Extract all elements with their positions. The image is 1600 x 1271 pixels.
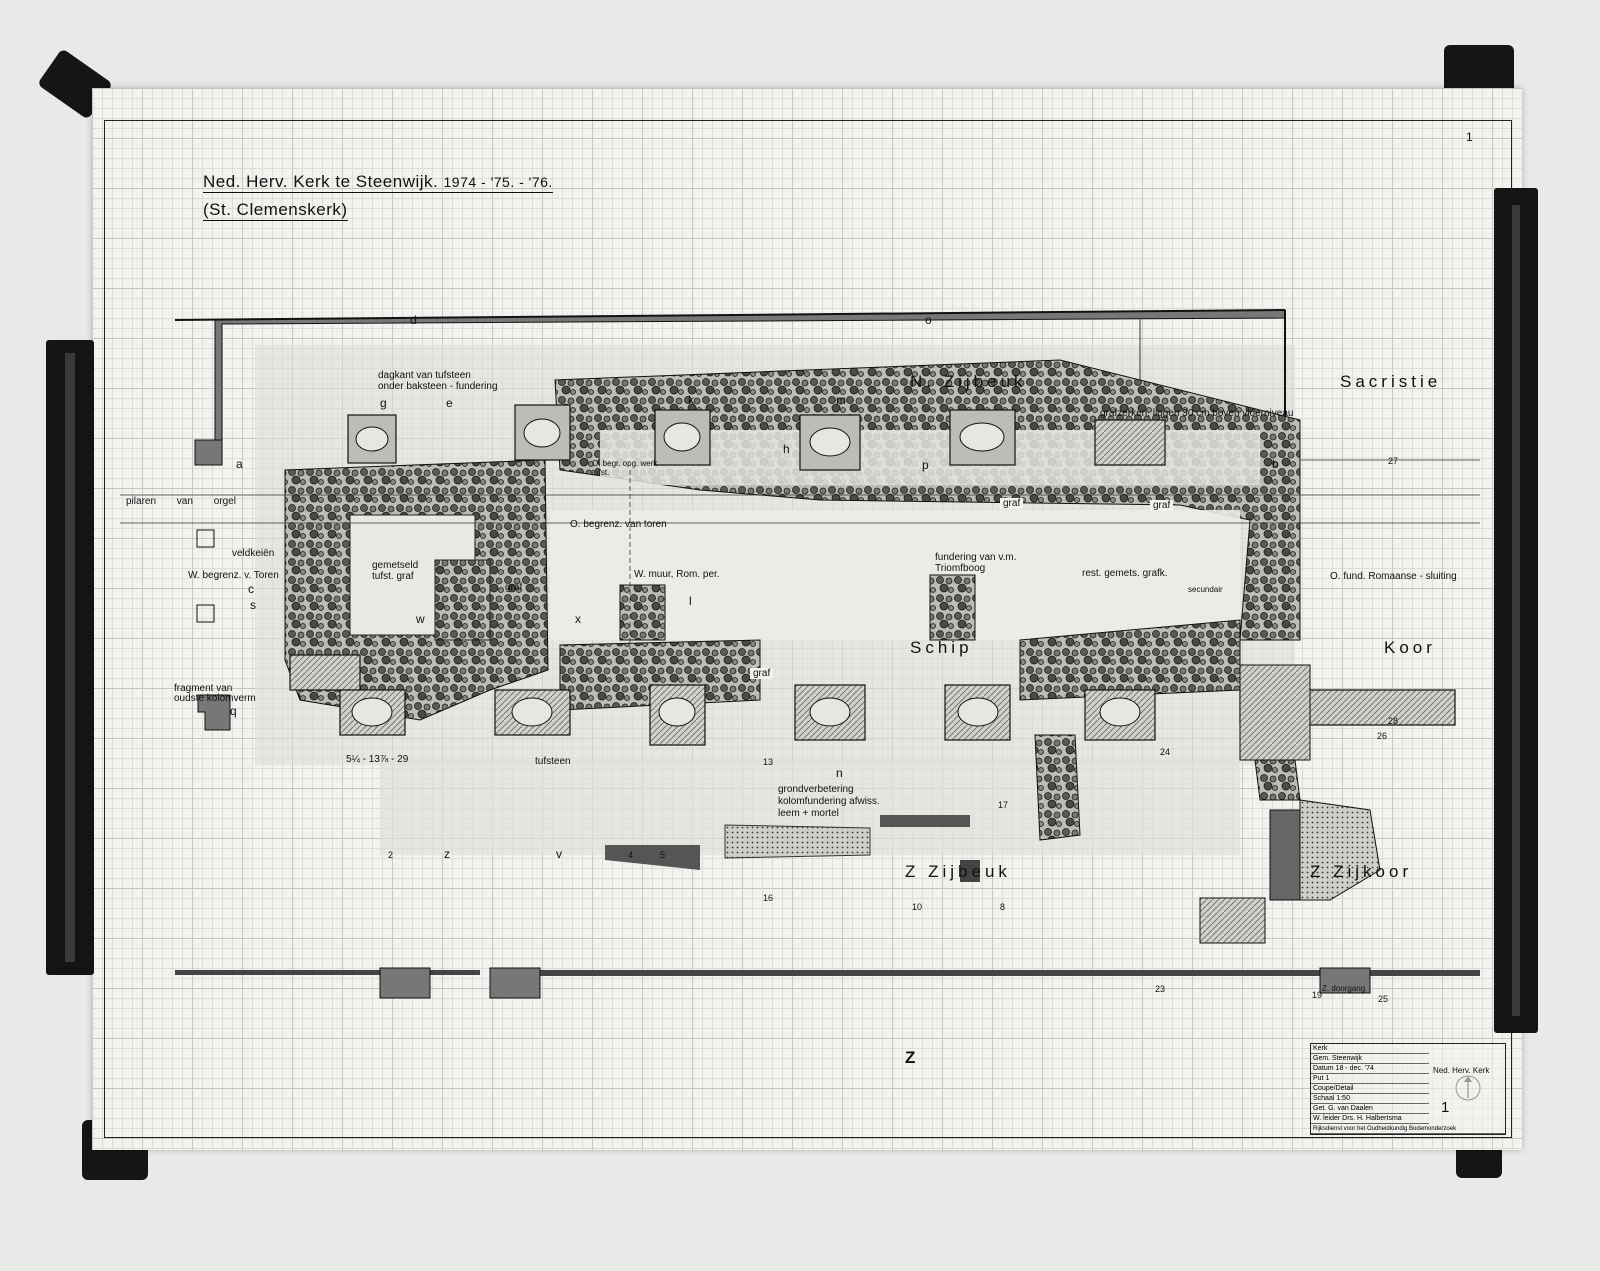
tb-row: Schaal 1:50 xyxy=(1311,1094,1429,1104)
grid-number-19: 19 xyxy=(1312,990,1323,1000)
grid-letter-b: b xyxy=(1272,457,1279,471)
note-rest-gemets-grafk: rest. gemets. grafk. xyxy=(1082,568,1168,579)
note-baksteen-fundering: onder baksteen - fundering xyxy=(378,381,498,392)
right-rail xyxy=(1494,188,1538,1033)
grid-number-8: 8 xyxy=(1000,902,1006,912)
grid-number-16: 16 xyxy=(763,893,774,903)
tb-row: Kerk xyxy=(1311,1044,1429,1054)
grid-letter-z: z xyxy=(444,847,450,861)
note-begr-opg-werk: O. begr. opg. werk tufst. xyxy=(592,459,658,477)
tb-row: Get. G. van Daalen xyxy=(1311,1104,1429,1114)
grid-number-24: 24 xyxy=(1160,747,1171,757)
grid-number-2: 2 xyxy=(388,850,394,860)
note-graf-4: graf xyxy=(750,668,774,679)
grid-number-23: 23 xyxy=(1155,984,1166,994)
note-gemetseld-graf: gemetseld tufst. graf xyxy=(372,560,419,582)
tb-sheet: 1 xyxy=(1441,1099,1450,1116)
label-n-zijbeuk: N. Zijbeuk xyxy=(910,372,1027,391)
note-fragment-kolomverm: fragment van oudste kolomverm xyxy=(174,683,256,704)
tb-church: Ned. Herv. Kerk xyxy=(1433,1066,1490,1075)
grid-letter-d: d xyxy=(410,313,417,327)
tb-row: Coupe/Detail xyxy=(1311,1084,1429,1094)
tb-row: Put 1 xyxy=(1311,1074,1429,1084)
grid-number-25: 25 xyxy=(1378,994,1389,1004)
grid-number-28: 28 xyxy=(1388,716,1399,726)
label-sacristie: Sacristie xyxy=(1340,372,1442,391)
note-fundering-triomfboog: fundering van v.m. Triomfboog xyxy=(935,552,1017,574)
note-z-doorgang: Z. doorgang xyxy=(1322,984,1366,993)
grid-letter-w: w xyxy=(416,612,425,626)
drawing-subtitle: (St. Clemenskerk) xyxy=(203,200,348,221)
drawing-years: 1974 - '75. - '76. xyxy=(443,174,553,190)
note-tufsteen: tufsteen xyxy=(535,756,571,767)
title-block: Kerk Gem. Steenwijk Datum 18 - dec. '74 … xyxy=(1310,1043,1506,1135)
bottom-letter-z: Z xyxy=(905,1048,916,1067)
note-o-begrenz-toren: O. begrenz. van toren xyxy=(570,519,667,530)
note-secundair: secundair xyxy=(1188,585,1223,594)
note-uitsparingen: 5¼ - 13⅞ - 29 xyxy=(346,754,409,765)
note-pilaren-orgel: pilaren van orgel xyxy=(126,496,236,507)
grid-letter-e: e xyxy=(446,396,453,410)
grid-letter-a: a xyxy=(236,457,243,471)
note-w-begrenz-toren: W. begrenz. v. Toren xyxy=(188,570,279,581)
note-graf-1: graf xyxy=(505,582,523,593)
grid-letter-h: h xyxy=(783,442,790,456)
grid-letter-s: s xyxy=(250,598,256,612)
label-koor: Koor xyxy=(1384,638,1436,657)
grid-letter-g: g xyxy=(380,396,387,410)
label-z-zijkoor: Z Zijkoor xyxy=(1310,862,1413,881)
grid-letter-v: v xyxy=(556,847,562,861)
pier-bases-south xyxy=(289,654,1156,746)
tb-row: W. leider Drs. H. Halbertsma xyxy=(1311,1114,1429,1124)
tb-row: Datum 18 - dec. '74 xyxy=(1311,1064,1429,1074)
grid-number-27: 27 xyxy=(1388,456,1399,466)
grid-number-17: 17 xyxy=(998,800,1009,810)
grid-letter-l: l xyxy=(689,594,692,608)
grid-number-10: 10 xyxy=(912,902,923,912)
sheet-number: 1 xyxy=(1466,130,1473,144)
grid-number-4: 4 xyxy=(628,850,634,860)
pier-cores-south xyxy=(351,697,1141,727)
tb-row: Gem. Steenwijk xyxy=(1311,1054,1429,1064)
note-veldkeien: veldkeiën xyxy=(232,548,275,559)
south-wall xyxy=(175,970,480,975)
note-graf-3: graf xyxy=(1150,500,1174,511)
grid-number-5: 5 xyxy=(660,850,666,860)
grid-number-13: 13 xyxy=(763,757,774,767)
grid-letter-m: m xyxy=(836,393,846,407)
grid-letter-k: k xyxy=(688,393,694,407)
note-grondverbetering: grondverbetering kolomfundering afwiss. … xyxy=(778,784,880,819)
left-rail xyxy=(46,340,94,975)
note-grafzerken: grafzerken, liggen 30 cm boven vloernive… xyxy=(1100,408,1294,419)
note-dagkant: dagkant van tufsteen xyxy=(378,370,471,381)
z-zijkoor-block xyxy=(1269,809,1301,901)
note-o-fund-romaanse: O. fund. Romaanse - sluiting xyxy=(1330,571,1457,582)
note-w-muur: W. muur, Rom. per. xyxy=(634,569,720,580)
label-schip: Schip xyxy=(910,638,973,657)
drawing-title: Ned. Herv. Kerk te Steenwijk. 1974 - '75… xyxy=(203,172,553,193)
grid-number-26: 26 xyxy=(1377,731,1388,741)
grid-letter-o: o xyxy=(925,313,932,327)
note-graf-2: graf xyxy=(1000,498,1024,509)
south-aisle-foundation xyxy=(559,639,761,711)
grid-letter-c: c xyxy=(248,582,254,596)
label-z-zijbeuk: Z Zijbeuk xyxy=(905,862,1011,881)
grid-letter-n: n xyxy=(836,766,843,780)
pier-cores-north xyxy=(355,418,1005,457)
tb-row: Rijksdienst voor het Oudheidkundig Bodem… xyxy=(1311,1124,1505,1134)
grid-letter-q: q xyxy=(230,704,237,718)
grid-letter-x: x xyxy=(575,612,581,626)
grid-letter-p: p xyxy=(922,458,929,472)
